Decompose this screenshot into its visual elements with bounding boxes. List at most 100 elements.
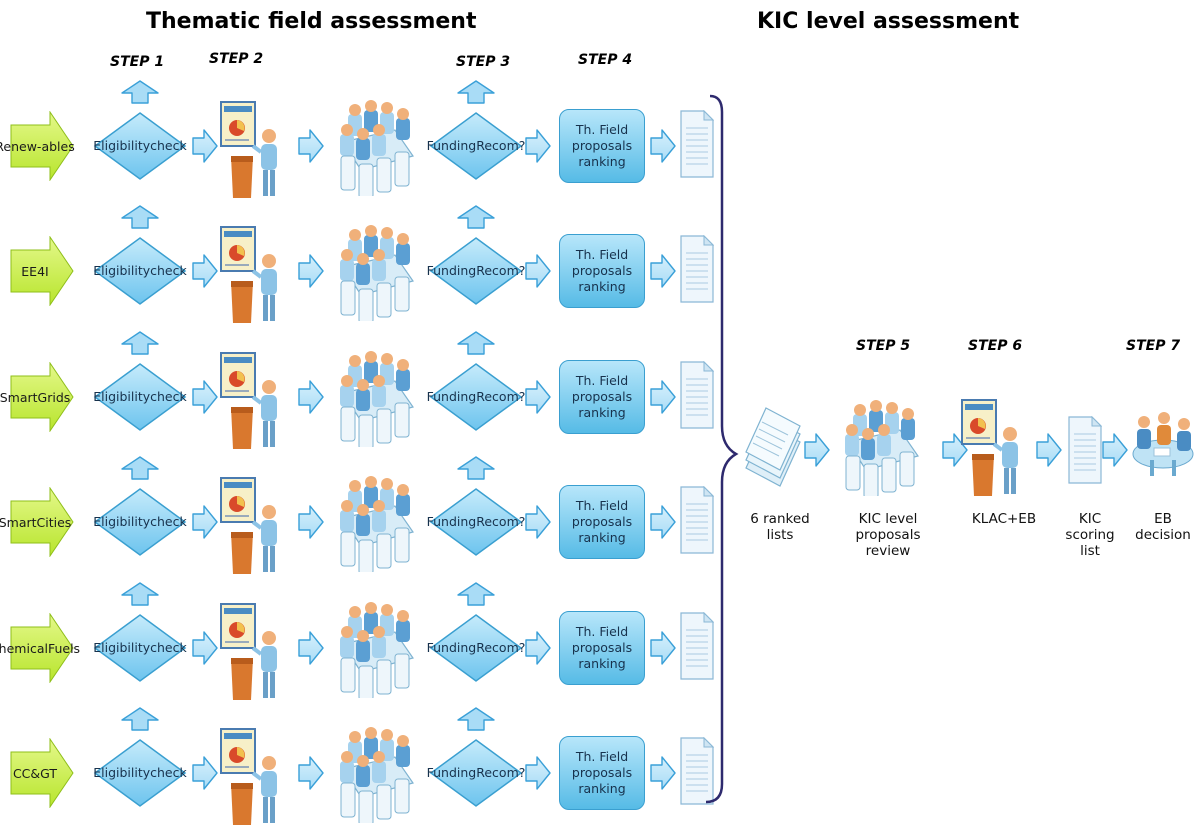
field-arrow: EE4I [10,235,74,307]
ranking-label-line: proposals [571,389,633,404]
field-label: CC&GT [12,752,58,794]
scoring-caption-line: list [1080,543,1100,559]
flow-arrow-icon [298,128,324,164]
flow-arrow-icon [192,755,218,791]
eligibility-up-arrow-icon [120,707,160,731]
ranking-label-line: proposals [571,640,633,655]
ranking-label-line: Th. Field [575,749,629,764]
decision-caption: EB decision [1131,511,1195,543]
funding-label-line: Funding [426,514,477,529]
step-6-label: STEP 6 [968,338,1023,354]
panel-meeting-icon [333,472,423,575]
step-5-label: STEP 5 [856,338,911,354]
funding-label-line: Funding [426,640,477,655]
funding-label-line: Recom? [476,263,526,278]
eligibility-label-line: check [150,138,187,153]
flow-arrow-icon [650,128,676,164]
ranked-lists-caption: 6 ranked lists [740,511,820,543]
eligibility-label-line: check [150,514,187,529]
field-label-line: Renew- [0,138,42,154]
flow-arrow-icon [298,253,324,289]
step-3-label: STEP 3 [456,54,511,70]
panel-meeting-icon [333,96,423,199]
funding-label-line: Funding [426,263,477,278]
field-label-line: Smart [0,514,37,530]
eligibility-up-arrow-icon [120,456,160,480]
flow-arrow-icon [525,128,551,164]
flow-arrow-icon [650,755,676,791]
panel-meeting-icon [333,347,423,450]
ranked-list-document-icon [680,109,715,178]
ranking-label-line: proposals [571,765,633,780]
funding-label-line: Recom? [476,640,526,655]
flow-arrow-icon [298,379,324,415]
eligibility-up-arrow-icon [120,205,160,229]
eligibility-label-line: check [150,765,187,780]
funding-up-arrow-icon [456,80,496,104]
flow-arrow-icon [650,630,676,666]
field-label-line: Fuels [47,640,81,656]
funding-label-line: Recom? [476,514,526,529]
ranked-list-document-icon [680,360,715,429]
field-label-line: Smart [0,389,38,405]
scoring-caption-line: KIC [1078,511,1102,527]
flow-arrow-icon [298,504,324,540]
presenter-icon [219,602,285,700]
review-caption-line: proposals [855,527,921,543]
review-caption: KIC level proposals review [843,511,933,559]
field-label: ChemicalFuels [0,627,80,669]
flow-arrow-icon [298,630,324,666]
ranked-lists-caption-line: 6 ranked [750,511,810,527]
step-4-label: STEP 4 [578,52,633,68]
eligibility-up-arrow-icon [120,80,160,104]
ranked-lists-caption-line: lists [766,527,794,543]
flow-arrow-icon [192,630,218,666]
scoring-list-document-icon [1068,415,1103,484]
flow-arrow-icon [525,630,551,666]
flow-arrow-icon [192,379,218,415]
eligibility-up-arrow-icon [120,331,160,355]
flow-arrow-icon [650,253,676,289]
flow-arrow-icon [650,379,676,415]
kic-assessment-heading: KIC level assessment [757,9,1020,34]
presenter-icon [219,225,285,323]
ranking-label-line: Th. Field [575,373,629,388]
review-meeting-icon [838,396,928,499]
klac-presenter-icon [960,398,1036,496]
ranking-label-line: Th. Field [575,498,629,513]
flow-arrow-icon [525,253,551,289]
flow-arrow-icon [298,755,324,791]
eligibility-label-line: Eligibility [93,765,151,780]
funding-label-line: Funding [426,138,477,153]
presenter-icon [219,476,285,574]
flow-arrow-icon [192,128,218,164]
ranked-lists-stack-icon [745,407,801,487]
decision-caption-line: EB [1154,511,1172,527]
field-label-line: Grids [37,389,71,405]
scoring-caption-line: scoring [1065,527,1115,543]
field-arrow: Renew-ables [0,110,75,182]
field-label-line: Cities [36,514,72,530]
eligibility-label-line: check [150,263,187,278]
